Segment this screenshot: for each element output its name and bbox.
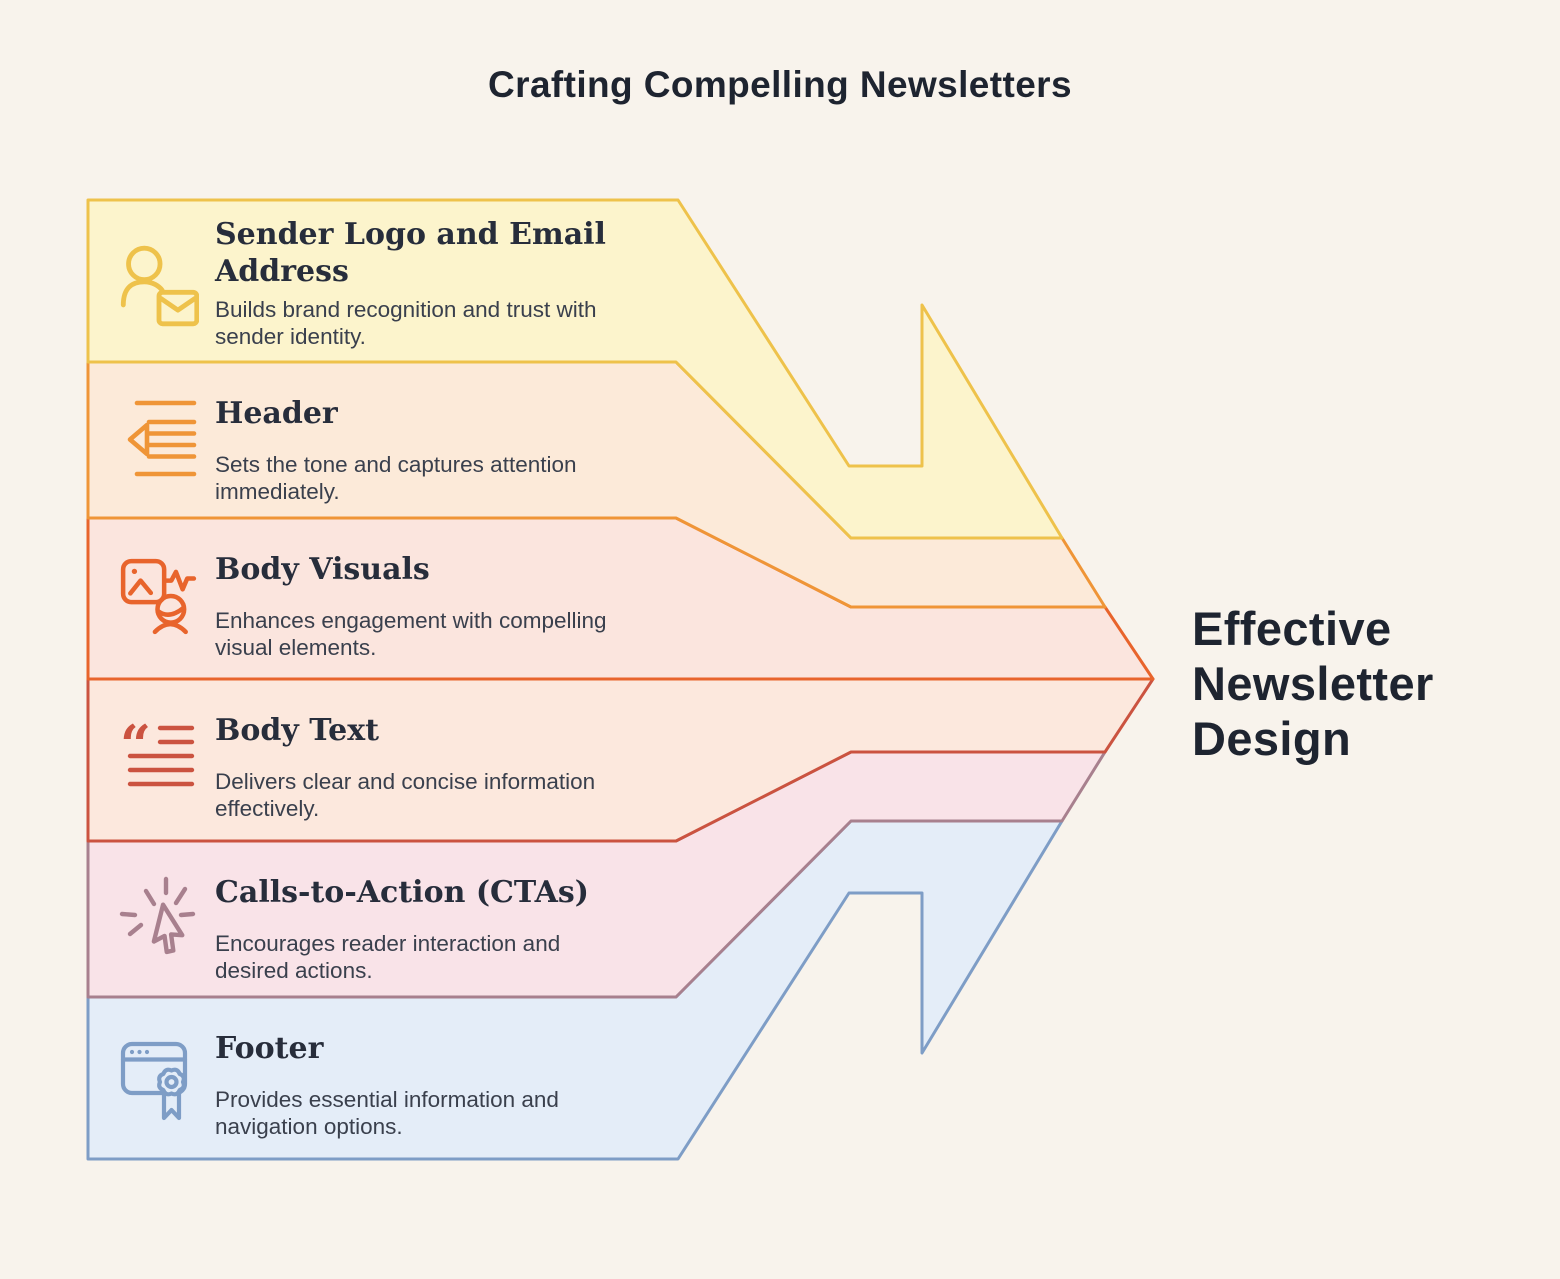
band-desc-sender: Builds brand recognition and trust with … xyxy=(215,297,597,349)
band-title-footer: Footer xyxy=(215,1031,324,1066)
person-mail-icon xyxy=(120,245,199,327)
band-desc-header: Sets the tone and captures attention imm… xyxy=(215,452,577,504)
quote-text-icon: “ xyxy=(120,714,195,787)
page-title: Crafting Compelling Newsletters xyxy=(488,64,1072,105)
band-sender-ribbon xyxy=(86,198,1064,540)
click-cursor-icon xyxy=(119,876,196,955)
band-title-header: Header xyxy=(215,396,338,431)
align-left-icon xyxy=(127,400,197,477)
band-desc-cta: Encourages reader interaction and desire… xyxy=(215,931,561,983)
band-title-sender: Sender Logo and Email Address xyxy=(215,217,606,289)
svg-text:“: “ xyxy=(120,714,151,777)
band-title-body-visuals: Body Visuals xyxy=(215,552,430,587)
band-desc-body-visuals: Enhances engagement with compelling visu… xyxy=(215,608,607,660)
media-visuals-icon xyxy=(120,558,197,635)
band-title-cta: Calls-to-Action (CTAs) xyxy=(215,875,589,910)
band-desc-footer: Provides essential information and navig… xyxy=(215,1087,559,1139)
band-title-body-text: Body Text xyxy=(215,713,379,748)
result-title: Effective Newsletter Design xyxy=(1192,602,1434,765)
band-desc-body-text: Delivers clear and concise information e… xyxy=(215,769,596,821)
browser-badge-icon xyxy=(120,1041,188,1121)
